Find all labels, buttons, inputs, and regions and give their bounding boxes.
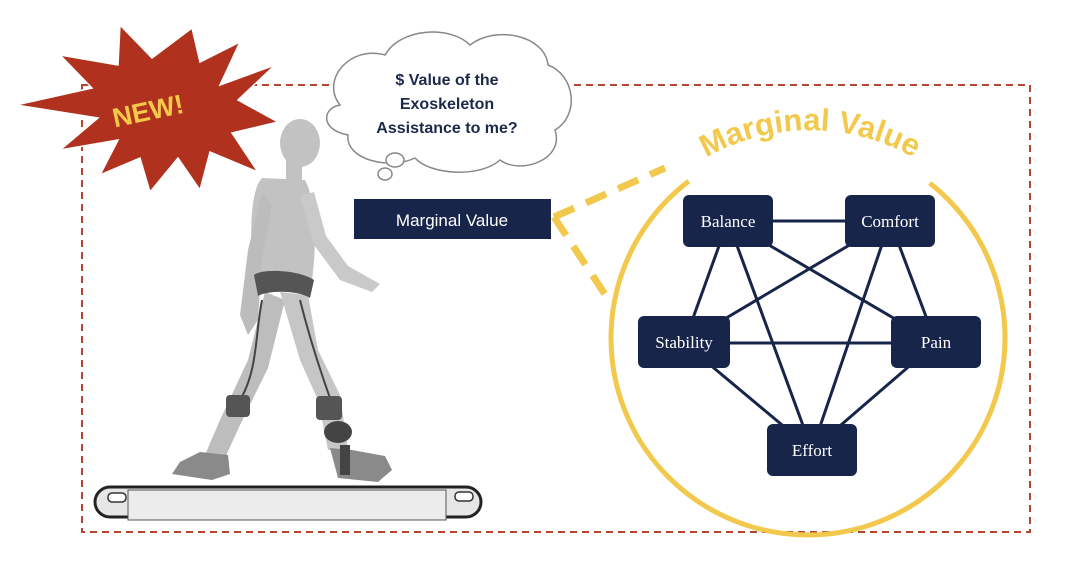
node-balance: Balance: [683, 195, 773, 247]
walking-person-figure: [172, 119, 392, 482]
node-pain: Pain: [891, 316, 981, 368]
bubble-line-1: $ Value of the: [395, 72, 498, 89]
marginal-value-box-label: Marginal Value: [396, 211, 508, 230]
marginal-value-box: Marginal Value: [354, 199, 551, 239]
node-comfort: Comfort: [845, 195, 935, 247]
treadmill: [93, 485, 483, 521]
node-effort-label: Effort: [792, 441, 833, 460]
node-effort: Effort: [767, 424, 857, 476]
bubble-line-3: Assistance to me?: [376, 120, 517, 137]
dashed-connector: [551, 164, 667, 304]
bubble-line-2: Exoskeleton: [400, 96, 494, 113]
thought-bubble: $ Value of the Exoskeleton Assistance to…: [325, 31, 572, 181]
node-comfort-label: Comfort: [861, 212, 919, 231]
edge-balance-effort: [726, 220, 814, 451]
edge-comfort-effort: [810, 220, 892, 451]
node-balance-label: Balance: [701, 212, 756, 231]
node-stability: Stability: [638, 316, 730, 368]
node-pain-label: Pain: [921, 333, 952, 352]
node-stability-label: Stability: [655, 333, 713, 352]
new-badge: NEW!: [15, 23, 281, 194]
title-gap: [667, 104, 953, 186]
